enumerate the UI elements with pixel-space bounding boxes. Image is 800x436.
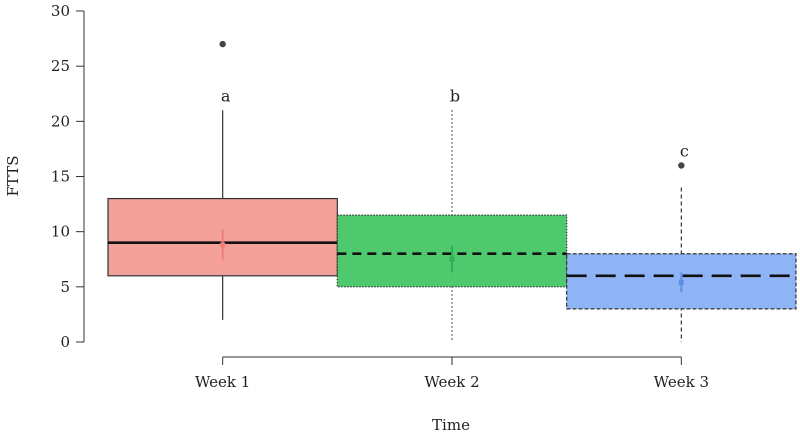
- significance-letter: c: [680, 141, 689, 160]
- box-1: a: [107, 40, 338, 320]
- significance-letter: a: [221, 86, 231, 105]
- y-axis-title: FTTS: [4, 156, 22, 197]
- box-3: c: [566, 141, 797, 342]
- mean-point: [449, 256, 455, 262]
- x-axis-title: Time: [432, 416, 470, 434]
- mean-point: [220, 242, 226, 248]
- y-tick-label: 25: [51, 57, 70, 75]
- y-tick-label: 15: [51, 168, 70, 186]
- x-tick-label: Week 2: [424, 373, 479, 391]
- outlier-point: [219, 40, 226, 48]
- x-axis: Week 1 Week 2 Week 3: [195, 356, 709, 391]
- y-tick-label: 10: [51, 223, 70, 241]
- y-tick-label: 5: [60, 278, 70, 296]
- y-axis: 0 5 10 15 20 25 30: [51, 2, 85, 351]
- box-2: b: [336, 86, 568, 342]
- mean-point: [678, 279, 684, 285]
- boxes-group: a b c: [107, 40, 797, 342]
- y-tick-label: 30: [51, 2, 70, 20]
- x-tick-label: Week 3: [654, 373, 709, 391]
- y-tick-label: 20: [51, 112, 70, 130]
- significance-letter: b: [450, 86, 460, 105]
- x-tick-label: Week 1: [195, 373, 250, 391]
- outlier-point: [678, 162, 685, 169]
- y-tick-label: 0: [60, 333, 70, 351]
